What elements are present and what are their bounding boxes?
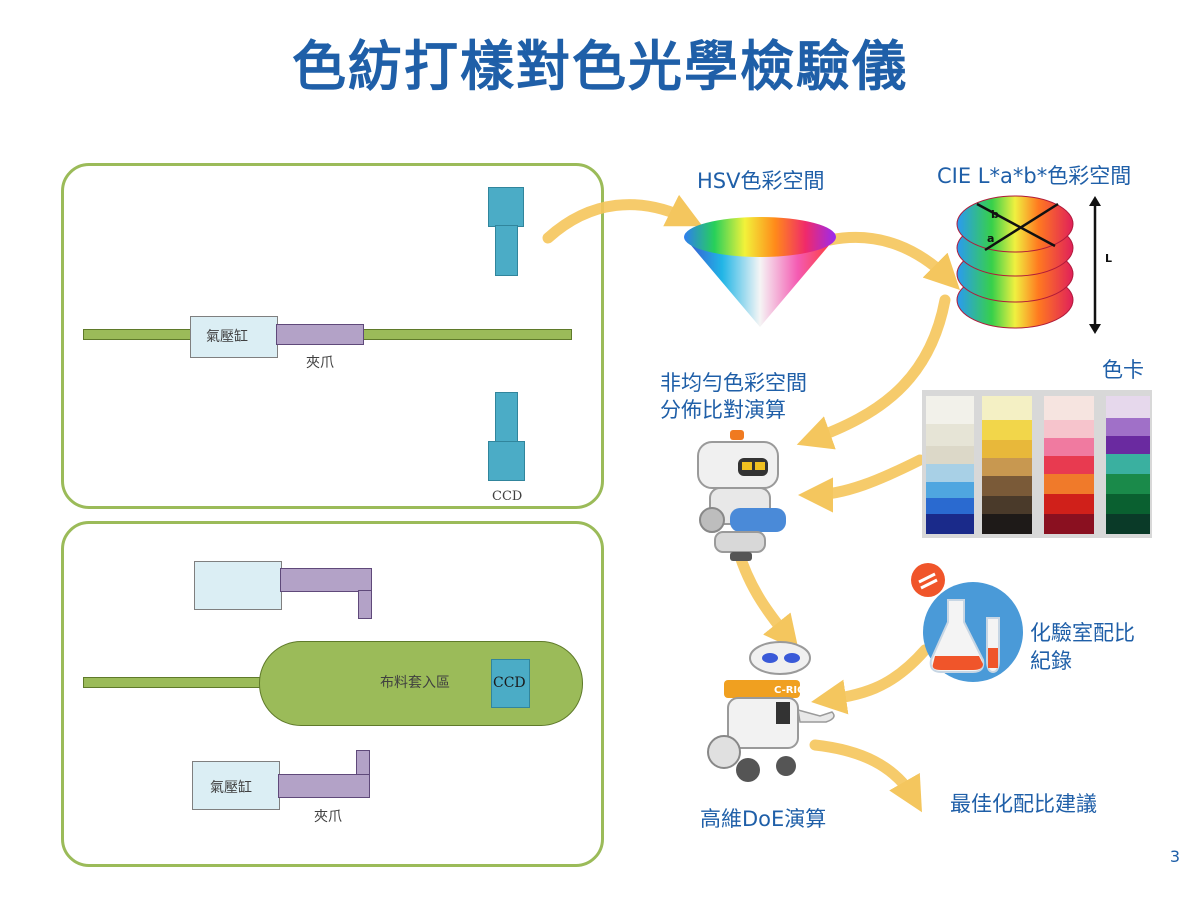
color-card-label: 色卡 — [1102, 358, 1144, 382]
optimal-label: 最佳化配比建議 — [950, 792, 1097, 816]
swatch-column-4 — [1106, 396, 1150, 534]
axis-b — [984, 202, 1059, 252]
lower-cylinder-label: 氣壓缸 — [210, 780, 252, 796]
hsv-cone — [684, 217, 836, 327]
arrow-cie-to-algo — [796, 294, 951, 450]
swatch-column-3 — [1044, 396, 1094, 534]
arrow-robot1-to-robot2 — [732, 544, 799, 651]
gripper-claw — [276, 324, 364, 345]
upper-pneumatic-cylinder — [194, 561, 282, 610]
page-number: 3 — [1169, 847, 1180, 866]
cylinder-label: 氣壓缸 — [206, 329, 248, 345]
slide-title: 色紡打樣對色光學檢驗儀 — [292, 35, 908, 98]
lab-label-line2: 紀錄 — [1030, 649, 1072, 673]
swatch-column-1 — [926, 396, 974, 534]
arrow-camera-to-hsv — [542, 194, 703, 244]
cone-top — [684, 217, 836, 257]
pneumatic-cylinder — [190, 316, 278, 358]
axis-l-label: L — [1105, 252, 1112, 265]
doe-label: 高維DoE演算 — [700, 807, 827, 831]
arrow-robot2-to-optimal — [809, 739, 922, 813]
lab-label-line1: 化驗室配比 — [1030, 621, 1135, 645]
robot-badge: C-RIC — [774, 685, 804, 696]
lower-camera-head — [488, 441, 525, 481]
cie-label: CIE L*a*b*色彩空間 — [937, 164, 1132, 188]
nonuniform-label-line2: 分佈比對演算 — [660, 398, 786, 422]
lab-flask-icon — [911, 563, 1023, 682]
cone-side — [684, 237, 836, 327]
robot-analyzer-icon — [697, 430, 786, 561]
color-card-swatches — [922, 390, 1152, 538]
lower-pneumatic-cylinder — [192, 761, 280, 810]
claw-label: 夾爪 — [306, 355, 334, 371]
robot-doe-icon: C-RIC — [707, 641, 835, 782]
swatch-column-2 — [982, 396, 1032, 534]
arrow-card-to-robot — [797, 454, 926, 513]
lower-gripper-arm — [278, 774, 370, 798]
ccd-label: CCD — [492, 489, 523, 504]
axis-a — [976, 202, 1056, 248]
axis-a-label: a — [987, 232, 994, 245]
upper-gripper-tip — [358, 590, 372, 619]
lower-claw-label: 夾爪 — [314, 809, 342, 825]
arrow-hsv-to-cie — [824, 231, 960, 290]
fabric-zone-label: 布料套入區 — [380, 675, 450, 691]
nonuniform-label-line1: 非均勻色彩空間 — [660, 371, 807, 395]
axis-b-label: b — [991, 208, 999, 221]
cie-lab-discs: b a L — [956, 195, 1112, 334]
ccd-box-label: CCD — [493, 675, 526, 691]
upper-gripper-arm — [280, 568, 372, 592]
bottom-mechanism-panel: 布料套入區 CCD 氣壓缸 夾爪 — [61, 521, 604, 867]
hsv-label: HSV色彩空間 — [697, 169, 825, 193]
ccd-sensor-box — [491, 659, 530, 708]
top-mechanism-panel: 氣壓缸 夾爪 CCD — [61, 163, 604, 509]
arrow-lab-to-robot2 — [811, 644, 931, 715]
upper-camera-body — [495, 225, 518, 276]
